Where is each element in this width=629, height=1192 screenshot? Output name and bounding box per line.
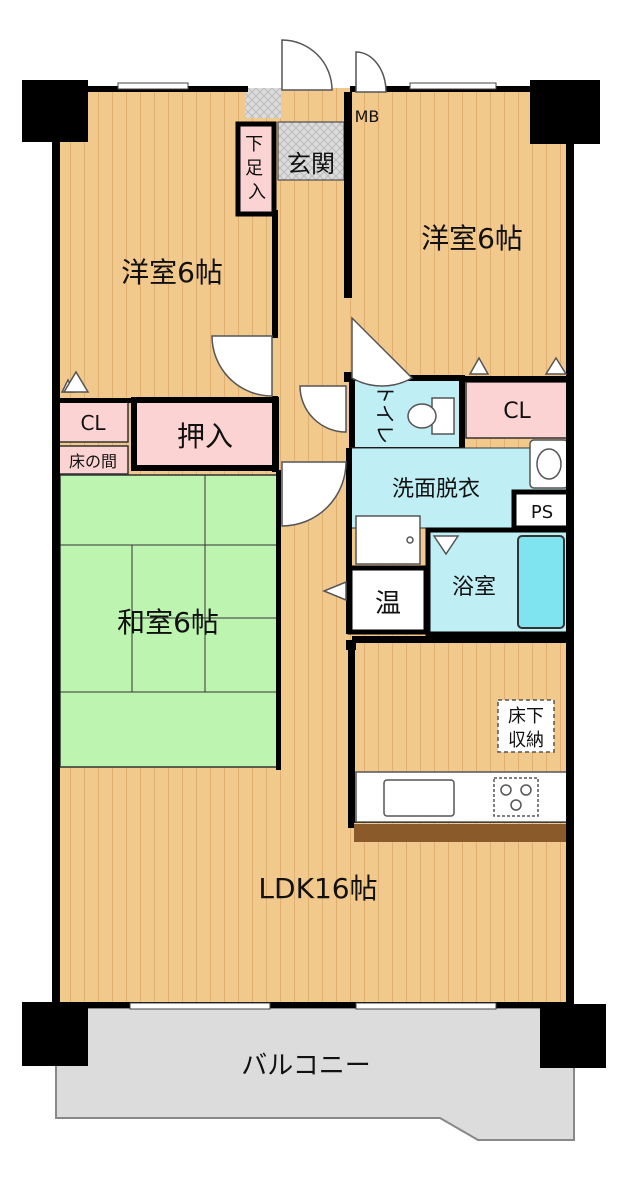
room-label-tokonoma: 床の間 [69, 452, 117, 471]
door-swings [211, 39, 414, 527]
oshiire-area [131, 397, 279, 471]
stove-icon [493, 777, 539, 817]
room-label-bath: 浴室 [452, 575, 496, 600]
room-label-western-left: 洋室6帖 [121, 256, 223, 289]
entry-hatch [245, 88, 281, 118]
door-markers [60, 356, 568, 602]
shoe-storage-area [235, 121, 277, 217]
room-label-oshiire: 押入 [177, 420, 233, 453]
tokonoma-area [57, 445, 129, 475]
room-label-ldk: LDK16帖 [258, 872, 377, 905]
room-label-cl-right: CL [503, 399, 531, 424]
genkan-tile-area [277, 121, 345, 181]
bathtub [517, 535, 565, 629]
room-label-ps: PS [531, 502, 553, 523]
wash-basin [529, 439, 569, 489]
room-label-toilet: トイレ [373, 384, 397, 444]
room-label-genkan: 玄関 [287, 150, 335, 178]
toilet-fixture [407, 397, 455, 435]
room-label-balcony: バルコニー [241, 1051, 370, 1081]
japanese-room [59, 474, 279, 768]
counter-wall-strip [354, 824, 568, 842]
room-label-washroom: 洗面脱衣 [392, 477, 480, 502]
room-label-shoe-storage: 下 足 入 [245, 134, 269, 203]
room-label-western-right: 洋室6帖 [421, 222, 523, 255]
room-label-water-heater: 温 [375, 589, 401, 619]
room-label-underfloor-2: 収納 [508, 730, 544, 751]
room-label-underfloor-1: 床下 [508, 706, 544, 727]
room-label-japanese: 和室6帖 [117, 606, 219, 639]
sink [383, 779, 455, 817]
washing-machine [355, 515, 421, 565]
water-heater-area [347, 565, 429, 635]
room-label-cl-left: CL [80, 411, 106, 435]
room-label-mb: MB [355, 107, 380, 126]
walls [22, 80, 606, 1068]
underfloor-storage-box [497, 699, 555, 753]
windows [117, 82, 497, 1010]
